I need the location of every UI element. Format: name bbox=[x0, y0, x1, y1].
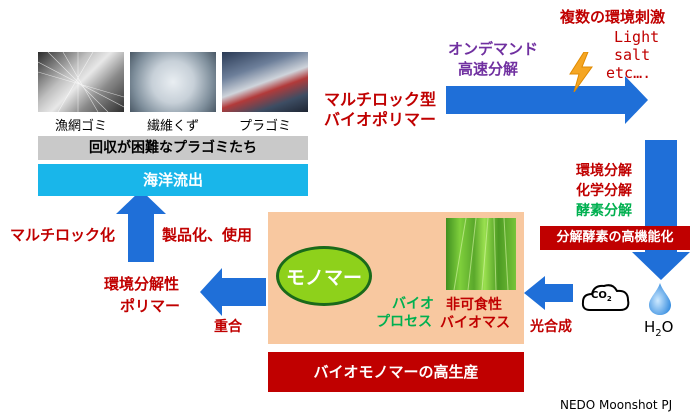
photo-label-net: 漁網ゴミ bbox=[54, 119, 107, 134]
arrow-up-use bbox=[116, 190, 166, 262]
multiple-stimuli-title: 複数の環境刺激 bbox=[560, 8, 666, 26]
degradable-polymer-label-1: 環境分解性 bbox=[104, 275, 180, 293]
bioprocess-label-2: プロセス bbox=[376, 314, 432, 330]
commercialization-label: 製品化、使用 bbox=[162, 226, 253, 244]
h2o-o: O bbox=[661, 318, 674, 336]
multilock-biopolymer-label-1: マルチロック型 bbox=[324, 90, 437, 109]
fiber-waste-photo bbox=[130, 52, 216, 112]
on-demand-label-2: 高速分解 bbox=[458, 60, 519, 78]
photosynthesis-label: 光合成 bbox=[530, 319, 572, 335]
co2-text: CO bbox=[591, 290, 607, 301]
ocean-outflow-bar: 海洋流出 bbox=[38, 164, 308, 196]
monomer-label: モノマー bbox=[285, 266, 362, 289]
co2-label: CO2 bbox=[591, 290, 612, 303]
inedible-biomass-label-1: 非可食性 bbox=[446, 297, 502, 313]
inedible-biomass-label-2: バイオマス bbox=[440, 315, 510, 331]
net-lines-icon bbox=[38, 52, 124, 112]
plastic-waste-photo bbox=[222, 52, 308, 112]
photo-label-fiber: 繊維くず bbox=[146, 119, 199, 134]
fishing-net-photo bbox=[38, 52, 124, 112]
hard-to-recover-bar: 回収が困難なプラゴミたち bbox=[38, 136, 308, 160]
co2-subscript: 2 bbox=[606, 295, 612, 303]
bioprocess-label-1: バイオ bbox=[392, 296, 434, 312]
water-drop-icon bbox=[649, 283, 671, 315]
h2o-label: H2O bbox=[644, 318, 673, 339]
credit-label: NEDO Moonshot PJ bbox=[560, 398, 673, 412]
grass-blades-icon bbox=[453, 218, 509, 290]
polymerization-label: 重合 bbox=[214, 319, 242, 335]
decomposition-environmental: 環境分解 bbox=[576, 163, 632, 179]
arrow-down-decomposition bbox=[632, 140, 690, 280]
multilock-biopolymer-label-2: バイオポリマー bbox=[324, 110, 437, 129]
arrow-to-polymer bbox=[200, 268, 266, 316]
co2-cloud-icon bbox=[581, 284, 630, 311]
h2o-h: H bbox=[644, 318, 656, 336]
degradable-polymer-label-2: ポリマー bbox=[120, 297, 181, 315]
stimulus-light: Light bbox=[614, 28, 660, 46]
stimulus-etc: etc…. bbox=[606, 64, 652, 82]
on-demand-label-1: オンデマンド bbox=[448, 40, 539, 58]
stimulus-salt: salt bbox=[614, 46, 651, 64]
h2o-subscript: 2 bbox=[655, 328, 662, 339]
arrow-to-stimuli bbox=[446, 76, 648, 124]
photo-label-plastic: プラゴミ bbox=[238, 119, 291, 134]
multilock-conversion-label: マルチロック化 bbox=[10, 226, 116, 244]
decomposition-chemical: 化学分解 bbox=[576, 183, 632, 199]
decomposition-enzymatic: 酵素分解 bbox=[576, 203, 632, 219]
monomer-circle: モノマー bbox=[276, 246, 372, 306]
grass-biomass-photo bbox=[446, 218, 516, 290]
enzyme-enhancement-bar: 分解酵素の高機能化 bbox=[540, 226, 690, 250]
lightning-bolt-icon bbox=[569, 52, 593, 92]
biomonomer-production-bar: バイオモノマーの高生産 bbox=[268, 352, 524, 392]
arrow-to-biomass bbox=[524, 276, 573, 310]
